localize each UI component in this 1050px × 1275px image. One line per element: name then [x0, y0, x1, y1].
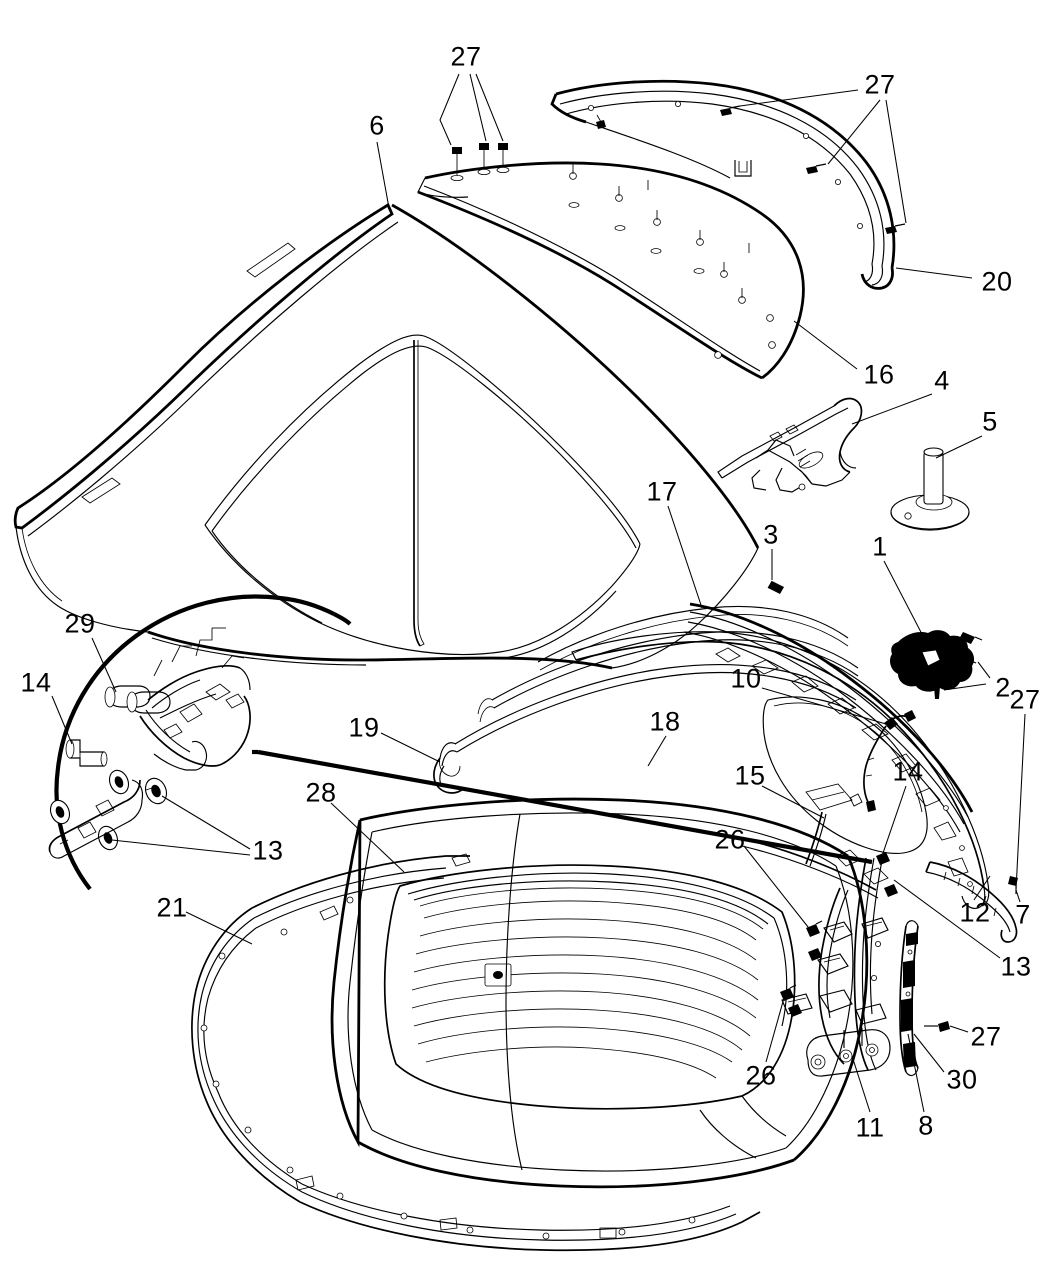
callout-26: 26: [745, 1060, 777, 1091]
callout-6: 6: [369, 110, 385, 141]
part-screw-fastener-2: [915, 632, 983, 699]
part-weatherstrip-arc: [925, 861, 1018, 943]
part-latch-handle-assembly: [717, 397, 863, 493]
callout-13: 13: [1000, 951, 1032, 982]
callout-18: 18: [649, 706, 681, 737]
part-side-rail-cover: [899, 920, 950, 1077]
callout-30: 30: [946, 1064, 978, 1095]
callout-8: 8: [918, 1110, 934, 1141]
callout-27: 27: [970, 1021, 1002, 1052]
part-wiring-cable: [863, 710, 916, 812]
callout-3: 3: [763, 519, 779, 550]
callout-14: 14: [20, 667, 52, 698]
part-striker-pin: [890, 447, 970, 531]
callout-28: 28: [305, 777, 337, 808]
callout-12: 12: [959, 897, 991, 928]
part-top-panel-outer: [417, 161, 805, 380]
callout-21: 21: [156, 892, 188, 923]
callout-20: 20: [981, 266, 1013, 297]
callout-17: 17: [646, 476, 678, 507]
part-rear-header-rail: [550, 79, 896, 290]
part-backlite-window: [330, 797, 869, 1189]
callout-29: 29: [64, 608, 96, 639]
part-front-header-bow: [571, 602, 990, 909]
part-dowel-pin: [767, 580, 784, 594]
part-motor-pump-module: [890, 630, 975, 692]
callout-11: 11: [855, 1112, 885, 1143]
callout-16: 16: [863, 359, 895, 390]
callout-1: 1: [872, 531, 888, 562]
leader-lines: [51, 73, 1026, 1113]
callout-27: 27: [450, 41, 482, 72]
callout-5: 5: [982, 406, 998, 437]
callout-27: 27: [1009, 684, 1041, 715]
callout-4: 4: [934, 365, 950, 396]
callout-15: 15: [734, 760, 766, 791]
callout-27: 27: [864, 69, 896, 100]
part-linkage-arm-assembly: [806, 857, 891, 1077]
callout-26: 26: [714, 824, 746, 855]
part-deck-seal-frame: [191, 853, 761, 1252]
callout-10: 10: [730, 663, 762, 694]
callout-7: 7: [1015, 899, 1031, 930]
part-bushing-sleeve: [104, 627, 251, 771]
part-intermediate-bow: [439, 605, 859, 777]
callout-19: 19: [348, 712, 380, 743]
callout-13: 13: [252, 835, 284, 866]
part-pivot-bolt-inset: [48, 739, 168, 859]
part-soft-top-cover: [13, 202, 760, 670]
callout-2: 2: [995, 672, 1011, 703]
part-screw-fastener-27-upper: [450, 105, 906, 274]
callout-14: 14: [892, 756, 924, 787]
part-pivot-bolt-frame: [876, 852, 898, 897]
